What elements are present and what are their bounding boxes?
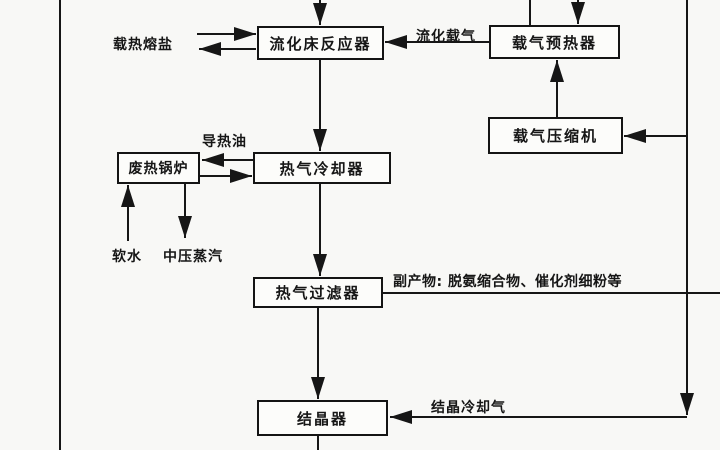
node-label: 废热锅炉 bbox=[128, 161, 189, 177]
label-crystal-cooling-gas: 结晶冷却气 bbox=[431, 400, 506, 416]
label-fluidizing-gas: 流化载气 bbox=[416, 29, 476, 45]
node-label: 载气预热器 bbox=[511, 33, 597, 52]
node-hot-gas-filter: 热气过滤器 bbox=[253, 277, 383, 308]
label-mp-steam: 中压蒸汽 bbox=[163, 249, 223, 265]
node-hot-gas-cooler: 热气冷却器 bbox=[253, 152, 391, 184]
label-molten-salt: 载热熔盐 bbox=[113, 37, 173, 53]
node-label: 流化床反应器 bbox=[269, 34, 372, 53]
node-fluidized-bed-reactor: 流化床反应器 bbox=[257, 26, 384, 60]
label-byproduct: 副产物: 脱氨缩合物、催化剂细粉等 bbox=[393, 274, 622, 290]
node-label: 热气过滤器 bbox=[275, 284, 361, 302]
node-carrier-gas-compressor: 载气压缩机 bbox=[488, 117, 623, 154]
node-crystallizer: 结晶器 bbox=[257, 400, 388, 436]
node-waste-heat-boiler: 废热锅炉 bbox=[117, 152, 200, 184]
label-soft-water: 软水 bbox=[112, 249, 142, 265]
node-carrier-gas-preheater: 载气预热器 bbox=[489, 25, 620, 59]
node-label: 载气压缩机 bbox=[512, 127, 598, 145]
label-heat-transfer-oil: 导热油 bbox=[202, 134, 247, 150]
node-label: 热气冷却器 bbox=[279, 159, 365, 178]
node-label: 结晶器 bbox=[296, 409, 348, 428]
